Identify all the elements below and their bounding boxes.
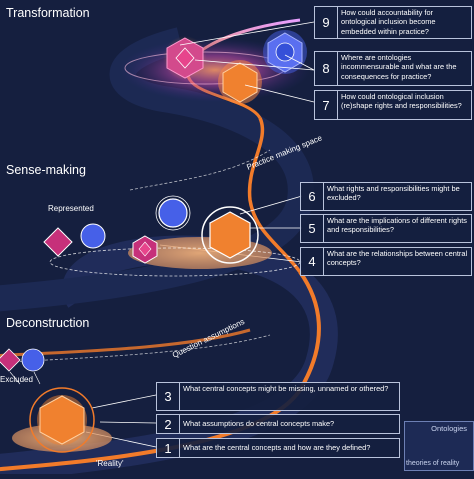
question-box-2: 2 What assumptions do central concepts m…: [156, 414, 400, 434]
transformation-ontologies: [163, 30, 307, 104]
question-assumptions-label: Question assumptions: [171, 317, 246, 360]
question-number-7: 7: [315, 91, 338, 119]
question-box-6: 6 What rights and responsibilities might…: [300, 182, 472, 211]
legend-ontologies-label: Ontologies: [431, 424, 467, 433]
excluded-ontologies: [0, 348, 45, 385]
spiral-ribbon: [0, 27, 338, 479]
represented-label: Represented: [48, 204, 94, 213]
represented-ontologies: [43, 195, 259, 264]
question-text-5: What are the implications of different r…: [327, 216, 467, 235]
question-number-5: 5: [301, 215, 324, 242]
legend-theories-label: theories of reality: [406, 460, 460, 467]
question-box-8: 8 Where are ontologies incommensurable a…: [314, 51, 472, 86]
question-box-7: 7 How could ontological inclusion (re)sh…: [314, 90, 472, 120]
question-box-4: 4 What are the relationships between cen…: [300, 247, 472, 276]
question-text-4: What are the relationships between centr…: [327, 249, 468, 268]
excluded-label: Excluded: [0, 375, 33, 384]
question-box-1: 1 What are the central concepts and how …: [156, 438, 400, 458]
question-number-1: 1: [157, 439, 180, 457]
question-number-2: 2: [157, 415, 180, 433]
question-number-9: 9: [315, 7, 338, 38]
question-number-8: 8: [315, 52, 338, 85]
reality-label: 'Reality': [96, 459, 124, 468]
question-text-2: What assumptions do central concepts mak…: [183, 419, 335, 428]
deconstruction-title: Deconstruction: [6, 316, 90, 330]
question-text-1: What are the central concepts and how ar…: [183, 443, 371, 452]
question-text-7: How could ontological inclusion (re)shap…: [341, 92, 462, 111]
question-text-3: What central concepts might be missing, …: [183, 384, 389, 393]
question-number-6: 6: [301, 183, 324, 210]
question-text-6: What rights and responsibilities might b…: [327, 184, 460, 203]
sense-making-title: Sense-making: [6, 163, 86, 177]
legend: Ontologies theories of reality: [404, 421, 474, 471]
transformation-title: Transformation: [6, 6, 90, 20]
question-text-9: How could accountability for ontological…: [341, 8, 436, 36]
question-box-9: 9 How could accountability for ontologic…: [314, 6, 472, 39]
reality-ontology: [29, 387, 95, 453]
question-box-5: 5 What are the implications of different…: [300, 214, 472, 243]
question-number-4: 4: [301, 248, 324, 275]
question-number-3: 3: [157, 383, 180, 410]
question-text-8: Where are ontologies incommensurable and…: [341, 53, 457, 81]
question-box-3: 3 What central concepts might be missing…: [156, 382, 400, 411]
